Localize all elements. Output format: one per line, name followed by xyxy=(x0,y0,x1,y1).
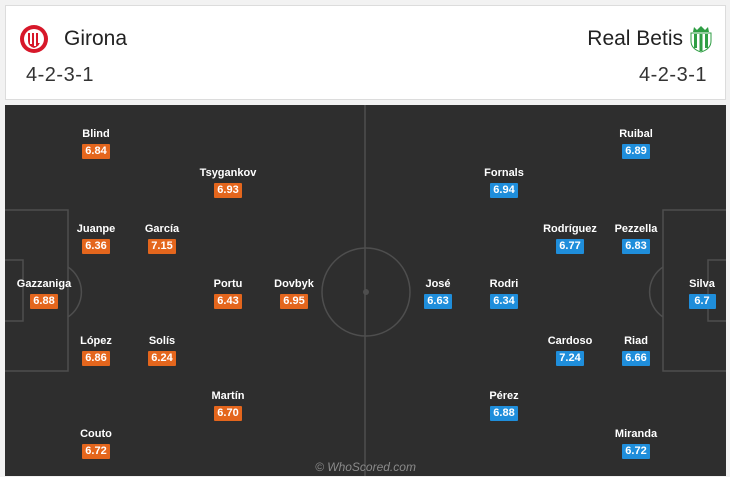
player-rating: 6.89 xyxy=(622,144,650,159)
player-rating: 6.86 xyxy=(82,351,110,366)
player-perez[interactable]: Pérez 6.88 xyxy=(464,389,544,421)
player-name: García xyxy=(144,223,180,235)
player-rating: 7.15 xyxy=(148,239,176,254)
player-rating: 6.63 xyxy=(424,294,452,309)
player-name: Blind xyxy=(82,128,110,140)
pitch: Gazzaniga 6.88 Blind 6.84 Juanpe 6.36 Ló… xyxy=(5,105,726,476)
home-formation: 4-2-3-1 xyxy=(26,64,94,86)
player-name: Silva xyxy=(689,278,715,290)
player-rating: 6.36 xyxy=(82,239,110,254)
player-name: Cardoso xyxy=(547,335,593,347)
player-jose[interactable]: José 6.63 xyxy=(398,277,478,309)
watermark: © WhoScored.com xyxy=(315,460,416,474)
player-rodri[interactable]: Rodri 6.34 xyxy=(464,277,544,309)
player-portu[interactable]: Portu 6.43 xyxy=(188,277,268,309)
girona-crest-icon[interactable] xyxy=(19,24,49,54)
player-dovbyk[interactable]: Dovbyk 6.95 xyxy=(254,277,334,309)
player-rating: 6.88 xyxy=(490,406,518,421)
player-martin[interactable]: Martín 6.70 xyxy=(188,389,268,421)
player-name: José xyxy=(425,278,451,290)
player-rating: 6.88 xyxy=(30,294,58,309)
player-miranda[interactable]: Miranda 6.72 xyxy=(596,427,676,459)
player-gazzaniga[interactable]: Gazzaniga 6.88 xyxy=(5,277,84,309)
player-rating: 6.84 xyxy=(82,144,110,159)
player-fornals[interactable]: Fornals 6.94 xyxy=(464,166,544,198)
player-garcia[interactable]: García 7.15 xyxy=(122,222,202,254)
real-betis-crest-icon[interactable] xyxy=(686,24,716,54)
home-team-name[interactable]: Girona xyxy=(64,27,128,50)
player-rating: 6.72 xyxy=(622,444,650,459)
player-pezzella[interactable]: Pezzella 6.83 xyxy=(596,222,676,254)
player-name: López xyxy=(80,335,112,347)
away-team-name[interactable]: Real Betis xyxy=(587,27,683,50)
player-rating: 6.72 xyxy=(82,444,110,459)
player-name: Rodríguez xyxy=(543,223,597,235)
player-rating: 6.77 xyxy=(556,239,584,254)
player-tsygankov[interactable]: Tsygankov 6.93 xyxy=(188,166,268,198)
player-name: Juanpe xyxy=(76,223,116,235)
player-name: Fornals xyxy=(484,167,524,179)
player-rating: 6.7 xyxy=(688,294,716,309)
player-rating: 6.83 xyxy=(622,239,650,254)
player-name: Pezzella xyxy=(614,223,658,235)
player-couto[interactable]: Couto 6.72 xyxy=(56,427,136,459)
player-name: Dovbyk xyxy=(274,278,314,290)
player-rating: 6.66 xyxy=(622,351,650,366)
player-rating: 6.34 xyxy=(490,294,518,309)
player-name: Ruibal xyxy=(619,128,653,140)
player-rating: 6.43 xyxy=(214,294,242,309)
player-name: Couto xyxy=(80,428,112,440)
player-blind[interactable]: Blind 6.84 xyxy=(56,127,136,159)
player-rating: 7.24 xyxy=(556,351,584,366)
player-lopez[interactable]: López 6.86 xyxy=(56,334,136,366)
player-ruibal[interactable]: Ruibal 6.89 xyxy=(596,127,676,159)
player-rating: 6.93 xyxy=(214,183,242,198)
player-name: Portu xyxy=(213,278,243,290)
away-formation: 4-2-3-1 xyxy=(639,64,707,86)
player-rating: 6.95 xyxy=(280,294,308,309)
match-header: Girona 4-2-3-1 Real Betis 4-2-3-1 xyxy=(5,5,726,100)
player-name: Rodri xyxy=(489,278,519,290)
player-cardoso[interactable]: Cardoso 7.24 xyxy=(530,334,610,366)
player-name: Solís xyxy=(148,335,176,347)
pitch-markings xyxy=(5,105,726,476)
player-name: Martín xyxy=(211,390,245,402)
player-silva[interactable]: Silva 6.7 xyxy=(662,277,726,309)
player-name: Miranda xyxy=(614,428,658,440)
player-rating: 6.94 xyxy=(490,183,518,198)
player-solis[interactable]: Solís 6.24 xyxy=(122,334,202,366)
player-name: Riad xyxy=(624,335,648,347)
player-name: Gazzaniga xyxy=(16,278,72,290)
player-juanpe[interactable]: Juanpe 6.36 xyxy=(56,222,136,254)
player-rating: 6.24 xyxy=(148,351,176,366)
player-rating: 6.70 xyxy=(214,406,242,421)
player-name: Pérez xyxy=(489,390,519,402)
player-name: Tsygankov xyxy=(199,167,257,179)
player-rodriguez[interactable]: Rodríguez 6.77 xyxy=(530,222,610,254)
player-riad[interactable]: Riad 6.66 xyxy=(596,334,676,366)
